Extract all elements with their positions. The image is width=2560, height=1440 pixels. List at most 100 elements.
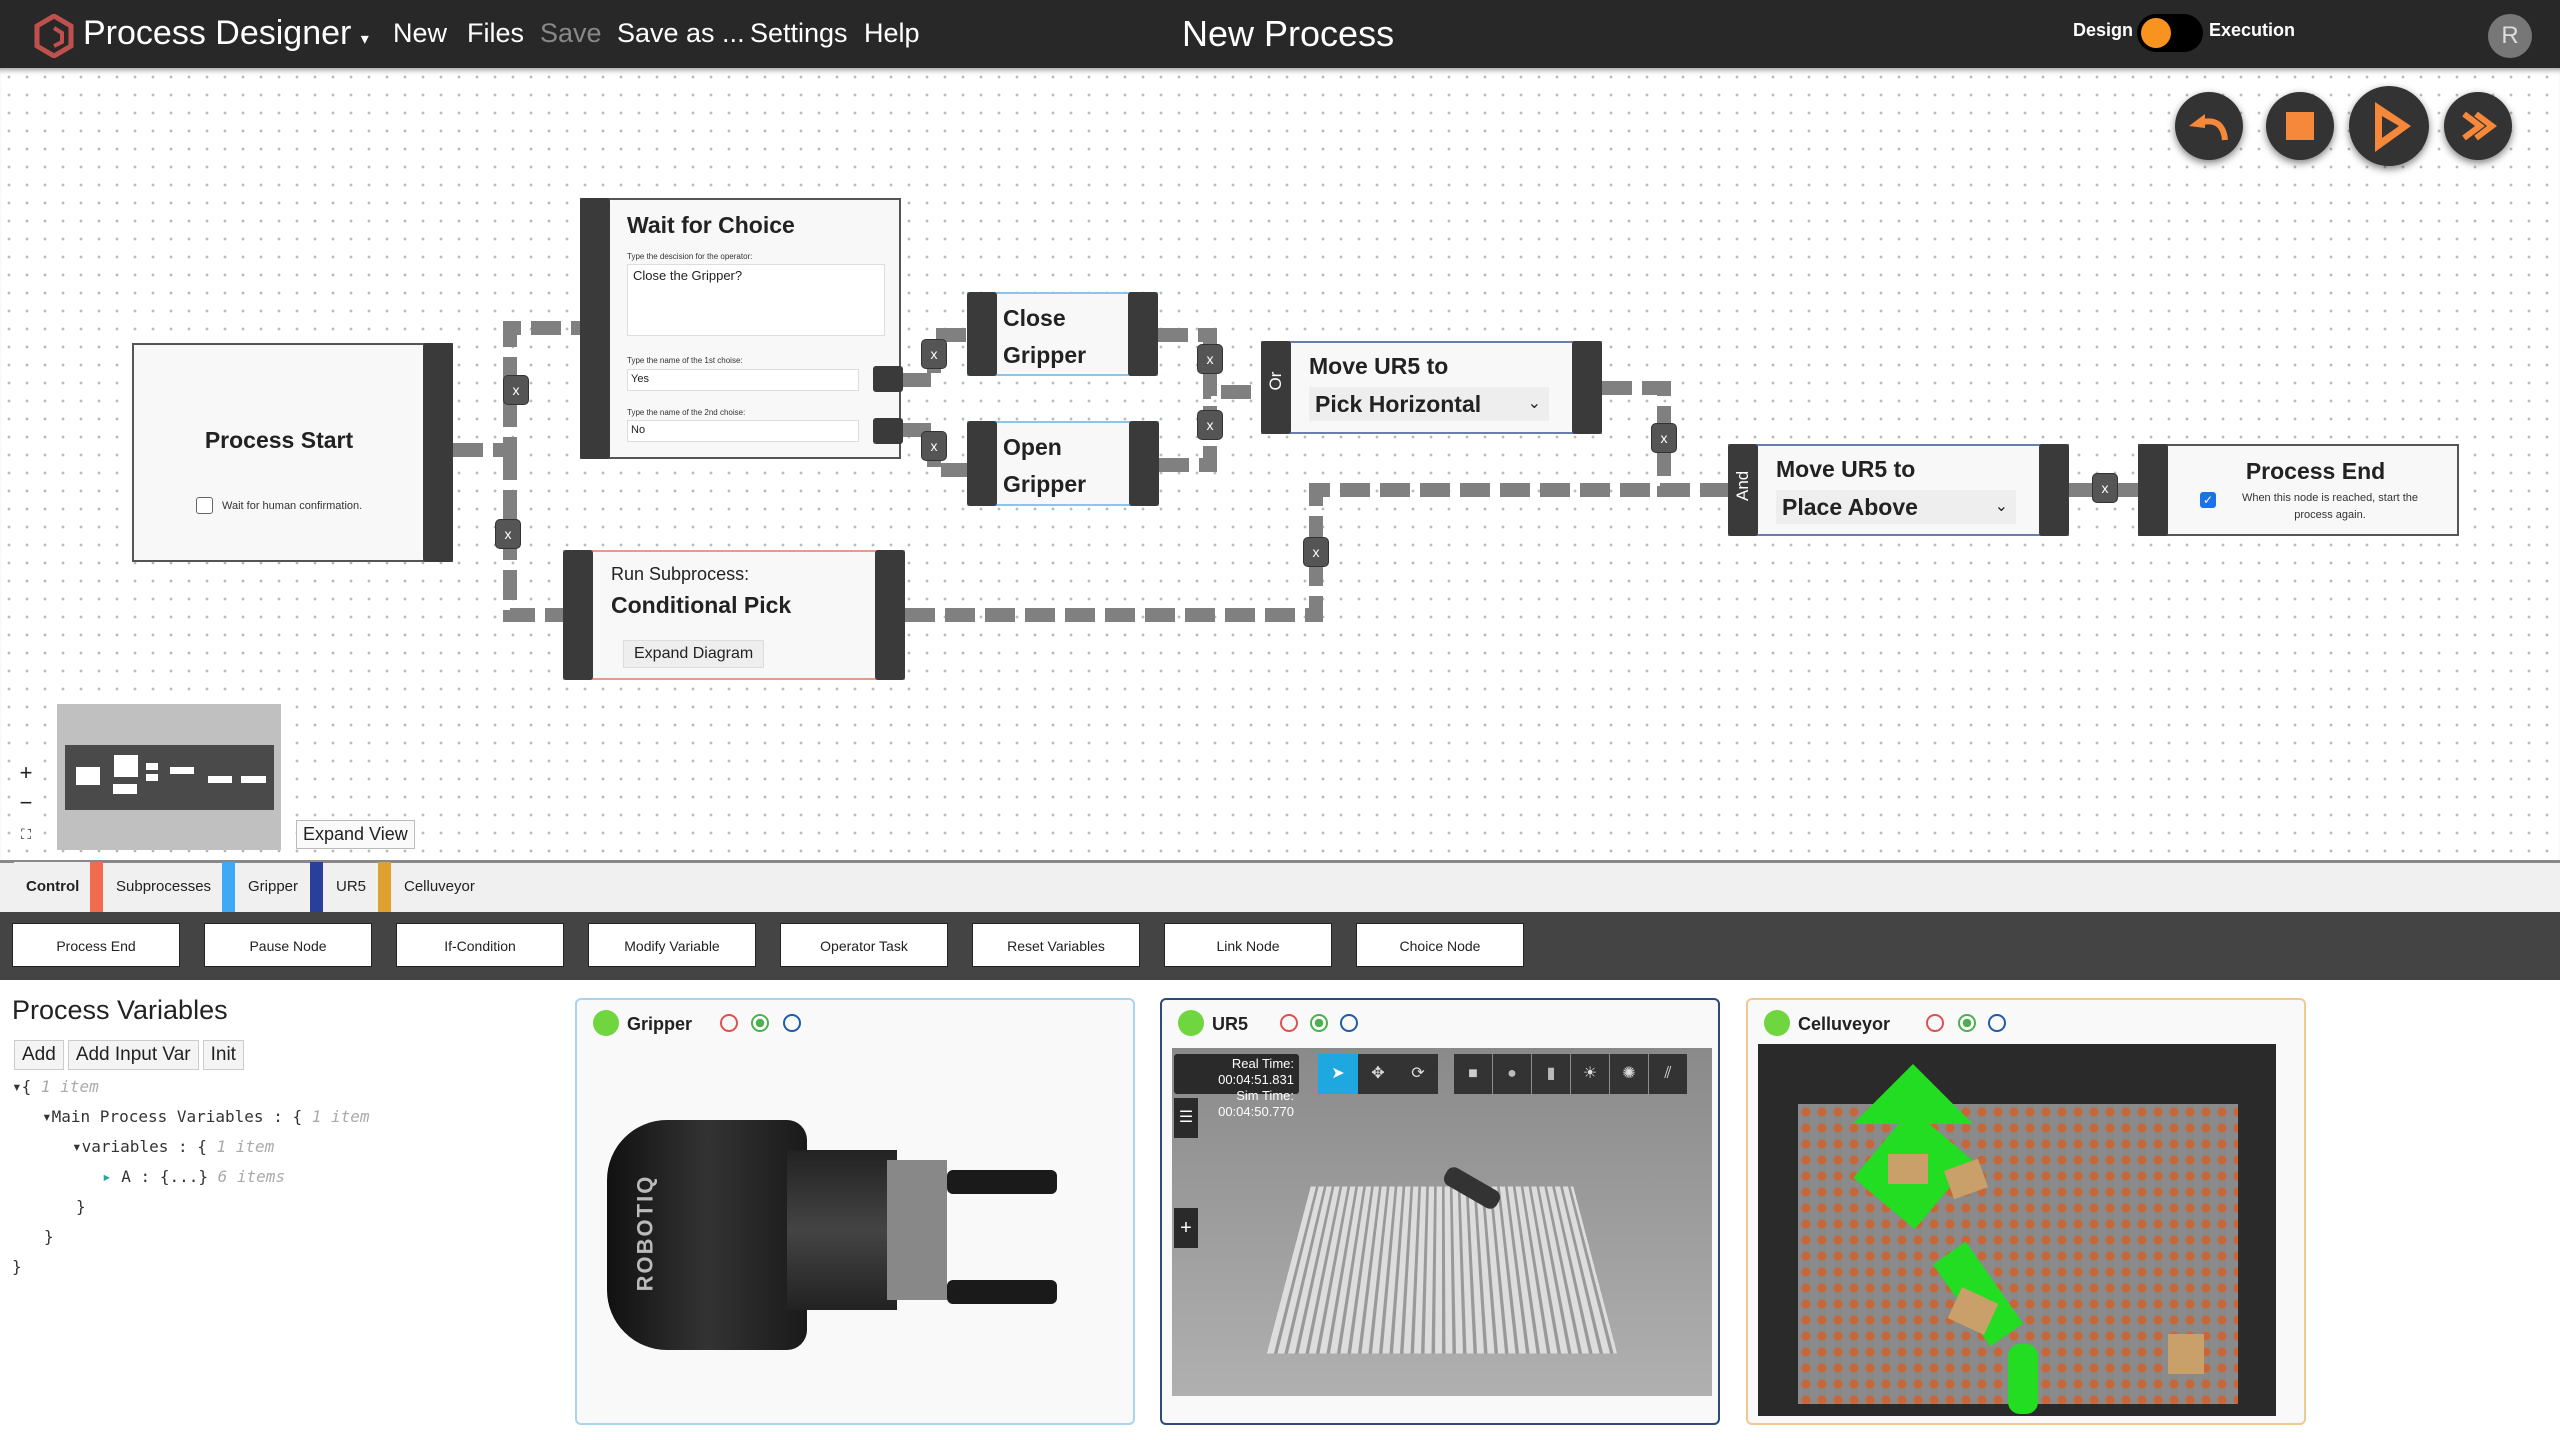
- status-radio-green[interactable]: [1958, 1014, 1976, 1032]
- menu-help[interactable]: Help: [864, 18, 920, 48]
- palette-choice-node[interactable]: Choice Node: [1356, 923, 1524, 967]
- choice2-input[interactable]: No: [627, 420, 859, 442]
- node-move-ur5-pick[interactable]: Or Move UR5 to Pick Horizontal ⌄: [1261, 341, 1602, 434]
- fast-forward-button[interactable]: [2444, 92, 2512, 160]
- menu-settings[interactable]: Settings: [750, 18, 848, 48]
- decision-textarea[interactable]: Close the Gripper?: [627, 264, 885, 336]
- user-avatar[interactable]: R: [2488, 14, 2532, 58]
- status-radio-blue[interactable]: [783, 1014, 801, 1032]
- pose-select[interactable]: Pick Horizontal ⌄: [1309, 387, 1549, 421]
- init-button[interactable]: Init: [202, 1040, 244, 1070]
- node-subprocess[interactable]: Run Subprocess: Conditional Pick Expand …: [563, 550, 905, 680]
- spot-light-button[interactable]: ✺: [1610, 1054, 1648, 1094]
- menu-icon[interactable]: ☰: [1174, 1098, 1198, 1138]
- tab-gripper[interactable]: Gripper: [248, 878, 299, 895]
- output-port[interactable]: [423, 343, 453, 562]
- palette-process-end[interactable]: Process End: [12, 923, 180, 967]
- tab-ur5[interactable]: UR5: [336, 878, 367, 895]
- tree-node-main[interactable]: ▾Main Process Variables : { 1 item: [42, 1107, 370, 1126]
- expand-diagram-button[interactable]: Expand Diagram: [623, 640, 765, 668]
- tab-control[interactable]: Control: [14, 862, 92, 912]
- remove-edge-button[interactable]: x: [1651, 423, 1677, 453]
- choice1-output-port[interactable]: [873, 366, 903, 392]
- tree-node-a[interactable]: ▸ A : {...} 6 items: [102, 1167, 286, 1186]
- rotate-tool-button[interactable]: ⟳: [1398, 1054, 1438, 1094]
- wait-confirmation-checkbox[interactable]: [196, 497, 213, 514]
- remove-edge-button[interactable]: x: [1303, 537, 1329, 567]
- remove-edge-button[interactable]: x: [1197, 410, 1223, 440]
- menu-new[interactable]: New: [393, 18, 448, 48]
- minimap-viewport[interactable]: [65, 745, 274, 810]
- node-process-end[interactable]: Process End ✓ When this node is reached,…: [2138, 444, 2459, 536]
- output-port[interactable]: [875, 550, 905, 680]
- choice1-input[interactable]: Yes: [627, 369, 859, 391]
- pose-select[interactable]: Place Above ⌄: [1776, 490, 2016, 524]
- translate-tool-button[interactable]: ✥: [1358, 1054, 1398, 1094]
- status-radio-red[interactable]: [1926, 1014, 1944, 1032]
- mode-toggle[interactable]: [2137, 14, 2203, 52]
- simulation-viewport[interactable]: Real Time: 00:04:51.831 Sim Time: 00:04:…: [1172, 1048, 1712, 1396]
- node-wait-for-choice[interactable]: Wait for Choice Type the descision for t…: [580, 198, 903, 459]
- palette-link-node[interactable]: Link Node: [1164, 923, 1332, 967]
- add-input-var-button[interactable]: Add Input Var: [67, 1040, 199, 1070]
- input-port[interactable]: [2138, 444, 2168, 536]
- remove-edge-button[interactable]: x: [1197, 344, 1223, 374]
- tree-node-variables[interactable]: ▾variables : { 1 item: [72, 1137, 275, 1156]
- app-menu[interactable]: Process Designer ▾: [83, 14, 369, 53]
- status-radio-green[interactable]: [1310, 1014, 1328, 1032]
- zoom-in-button[interactable]: +: [19, 760, 33, 785]
- remove-edge-button[interactable]: x: [921, 431, 947, 461]
- output-port[interactable]: [1128, 292, 1158, 376]
- output-port[interactable]: [2039, 444, 2069, 536]
- directional-light-button[interactable]: ⫽: [1649, 1054, 1687, 1094]
- palette-pause-node[interactable]: Pause Node: [204, 923, 372, 967]
- input-port[interactable]: [563, 550, 593, 680]
- node-move-ur5-place[interactable]: And Move UR5 to Place Above ⌄: [1728, 444, 2069, 536]
- output-port[interactable]: [1572, 341, 1602, 434]
- expand-view-button[interactable]: Expand View: [296, 820, 415, 849]
- status-radio-green[interactable]: [751, 1014, 769, 1032]
- play-button[interactable]: [2349, 86, 2429, 166]
- undo-button[interactable]: [2175, 92, 2243, 160]
- menu-files[interactable]: Files: [467, 18, 525, 48]
- menu-save-as[interactable]: Save as ...: [617, 18, 745, 48]
- restart-checkbox[interactable]: ✓: [2200, 492, 2216, 508]
- node-process-start[interactable]: Process Start Wait for human confirmatio…: [132, 343, 453, 562]
- input-port[interactable]: And: [1728, 444, 1758, 536]
- tab-celluveyor[interactable]: Celluveyor: [404, 878, 475, 895]
- remove-edge-button[interactable]: x: [2092, 473, 2118, 503]
- tree-root[interactable]: ▾{ 1 item: [12, 1077, 99, 1096]
- input-port[interactable]: [967, 421, 997, 506]
- status-radio-blue[interactable]: [1340, 1014, 1358, 1032]
- remove-edge-button[interactable]: x: [503, 375, 529, 405]
- palette-operator-task[interactable]: Operator Task: [780, 923, 948, 967]
- box-shape-button[interactable]: ■: [1454, 1054, 1492, 1094]
- status-radio-blue[interactable]: [1988, 1014, 2006, 1032]
- status-radio-red[interactable]: [720, 1014, 738, 1032]
- palette-reset-variables[interactable]: Reset Variables: [972, 923, 1140, 967]
- minimap[interactable]: [57, 704, 281, 850]
- point-light-button[interactable]: ☀: [1571, 1054, 1609, 1094]
- cylinder-shape-button[interactable]: ▮: [1532, 1054, 1570, 1094]
- remove-edge-button[interactable]: x: [495, 519, 521, 549]
- palette-if-condition[interactable]: If-Condition: [396, 923, 564, 967]
- input-port[interactable]: [967, 292, 997, 376]
- select-tool-button[interactable]: ➤: [1318, 1054, 1358, 1094]
- remove-edge-button[interactable]: x: [921, 339, 947, 369]
- fit-view-button[interactable]: ⛶: [21, 826, 31, 842]
- sphere-shape-button[interactable]: ●: [1493, 1054, 1531, 1094]
- stop-button[interactable]: [2266, 92, 2334, 160]
- output-port[interactable]: [1129, 421, 1159, 506]
- choice2-output-port[interactable]: [873, 418, 903, 444]
- input-port[interactable]: [580, 198, 610, 459]
- tab-subprocesses[interactable]: Subprocesses: [116, 878, 212, 895]
- zoom-out-button[interactable]: −: [19, 790, 33, 815]
- add-variable-button[interactable]: Add: [14, 1040, 64, 1070]
- menu-save[interactable]: Save: [540, 18, 602, 48]
- palette-modify-variable[interactable]: Modify Variable: [588, 923, 756, 967]
- input-port[interactable]: Or: [1261, 341, 1291, 434]
- plus-icon[interactable]: +: [1174, 1208, 1198, 1248]
- status-radio-red[interactable]: [1280, 1014, 1298, 1032]
